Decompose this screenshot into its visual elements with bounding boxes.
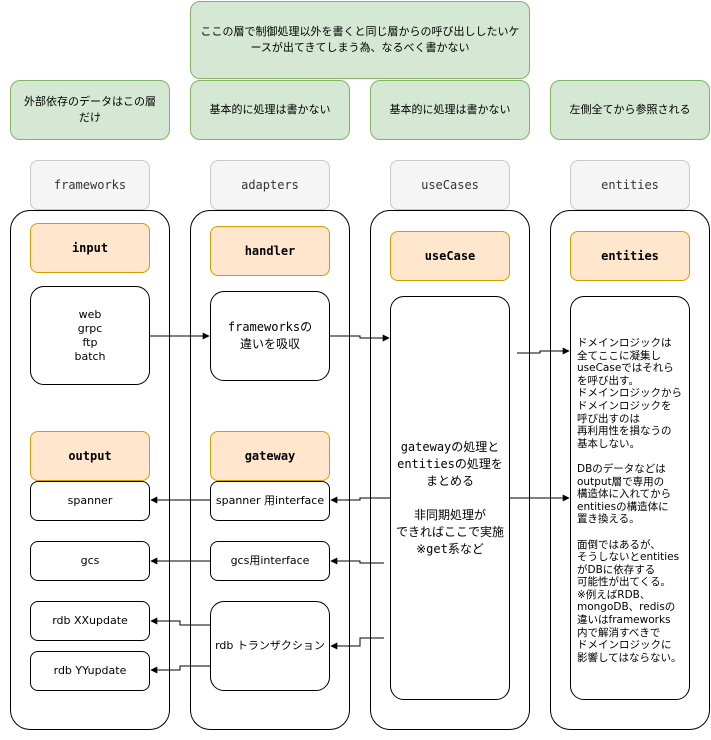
edge-rdb-tx-to-xxupdate [150, 617, 210, 626]
note-adapters-text: 基本的に処理は書かない [209, 103, 331, 116]
adapters-spanner-interface: spanner 用interface [210, 481, 330, 521]
frameworks-input-items: web grpc ftp batch [30, 286, 150, 385]
note-frameworks: 外部依存のデータはこの層だけ [10, 80, 170, 140]
frameworks-spanner-text: spanner [67, 494, 113, 507]
note-top-wide: ここの層で制御処理以外を書くと同じ層からの呼び出ししたいケースが出てきてしまう為… [190, 1, 530, 79]
frameworks-output-label: output [30, 431, 150, 481]
adapters-gcs-interface-text: gcs用interface [230, 554, 310, 567]
adapters-gcs-interface: gcs用interface [210, 541, 330, 581]
column-frameworks [10, 210, 170, 730]
note-usecases: 基本的に処理は書かない [370, 80, 530, 140]
adapters-gateway-label-text: gateway [244, 449, 296, 463]
edge-usecase-to-rdb-tx [330, 637, 384, 650]
frameworks-input-label: input [30, 223, 150, 273]
layer-title-entities: entities [570, 160, 690, 210]
layer-title-adapters-text: adapters [241, 178, 299, 192]
edge-usecase-to-spanner-if [330, 496, 390, 504]
entities-body: ドメインロジックは 全てここに凝集し useCaseではそれら を呼び出す。 ド… [570, 296, 690, 700]
layer-title-usecases-text: useCases [421, 178, 479, 192]
edge-handler-to-usecase [330, 334, 390, 342]
adapters-spanner-interface-text: spanner 用interface [215, 494, 325, 507]
note-entities-text: 左側全てから参照される [569, 103, 691, 116]
layer-title-entities-text: entities [601, 178, 659, 192]
entities-body-text: ドメインロジックは 全てここに凝集し useCaseではそれら を呼び出す。 ド… [577, 337, 682, 664]
layer-title-frameworks-text: frameworks [53, 178, 127, 192]
usecases-body-line2: entitiesの処理を [397, 456, 503, 471]
note-top-wide-text: ここの層で制御処理以外を書くと同じ層からの呼び出ししたいケースが出てきてしまう為… [200, 25, 520, 54]
usecases-body: gatewayの処理と entitiesの処理を まとめる 非同期処理が できれ… [390, 296, 510, 700]
edge-usecase-to-gcs-if [330, 557, 384, 565]
frameworks-input-items-text: web grpc ftp batch [74, 307, 106, 363]
layer-title-frameworks: frameworks [30, 160, 150, 210]
note-usecases-text: 基本的に処理は書かない [389, 103, 511, 116]
usecases-body-line6: ※get系など [416, 541, 484, 556]
frameworks-input-label-text: input [71, 241, 109, 255]
frameworks-rdb-xxupdate-text: rdb XXupdate [52, 614, 128, 627]
note-entities: 左側全てから参照される [550, 80, 710, 140]
usecases-body-line5: できればここで実施 [395, 524, 504, 539]
column-entities [550, 210, 710, 730]
adapters-handler-body-text: frameworksの 違いを吸収 [227, 320, 313, 351]
layer-title-usecases: useCases [390, 160, 510, 210]
usecases-body-line4: 非同期処理が [413, 507, 486, 522]
column-adapters [190, 210, 350, 730]
edge-rdb-tx-to-yyupdate [150, 665, 210, 674]
usecases-usecase-label-text: useCase [424, 249, 476, 263]
usecases-body-line3: まとめる [425, 473, 474, 488]
usecases-body-line1: gatewayの処理と [400, 439, 500, 454]
layer-title-adapters: adapters [210, 160, 330, 210]
note-frameworks-text: 外部依存のデータはこの層だけ [24, 95, 156, 124]
edge-usecase-to-entities-upper [517, 347, 570, 355]
usecases-usecase-label: useCase [390, 231, 510, 281]
adapters-handler-label-text: handler [244, 244, 296, 258]
frameworks-rdb-yyupdate: rdb YYupdate [30, 651, 150, 691]
frameworks-spanner: spanner [30, 481, 150, 521]
frameworks-rdb-yyupdate-text: rdb YYupdate [53, 664, 127, 677]
adapters-gateway-label: gateway [210, 431, 330, 481]
entities-entities-label: entities [570, 231, 690, 281]
note-adapters: 基本的に処理は書かない [190, 80, 350, 140]
frameworks-rdb-xxupdate: rdb XXupdate [30, 601, 150, 641]
frameworks-gcs: gcs [30, 541, 150, 581]
frameworks-gcs-text: gcs [80, 554, 100, 567]
frameworks-output-label-text: output [68, 449, 112, 463]
adapters-rdb-transaction-text: rdb トランザクション [215, 639, 325, 652]
adapters-handler-label: handler [210, 226, 330, 276]
entities-entities-label-text: entities [601, 249, 659, 263]
adapters-handler-body: frameworksの 違いを吸収 [210, 291, 330, 381]
adapters-rdb-transaction: rdb トランザクション [210, 601, 330, 691]
column-usecases [370, 210, 530, 730]
